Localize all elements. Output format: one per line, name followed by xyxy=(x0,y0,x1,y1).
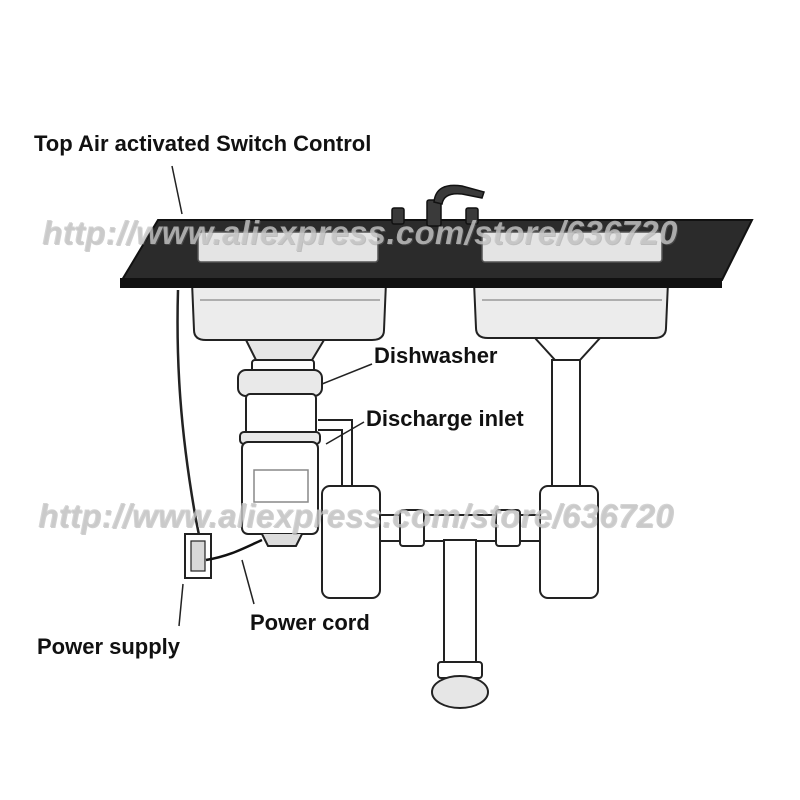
discharge-pipe xyxy=(318,419,353,488)
watermark-top: http://www.aliexpress.com/store/636720 xyxy=(42,214,678,251)
power-cord xyxy=(205,538,263,562)
watermark-bottom: http://www.aliexpress.com/store/636720 xyxy=(38,497,674,534)
right-sink-basin xyxy=(472,281,670,339)
label-power-cord: Power cord xyxy=(250,610,370,635)
label-discharge-inlet: Discharge inlet xyxy=(366,406,524,431)
label-power-supply: Power supply xyxy=(37,634,181,659)
leader-lines xyxy=(171,165,373,627)
power-outlet xyxy=(184,533,212,579)
label-switch-control: Top Air activated Switch Control xyxy=(34,131,372,156)
faucet xyxy=(391,184,485,227)
label-dishwasher: Dishwasher xyxy=(374,343,498,368)
drain-traps xyxy=(321,485,599,709)
air-switch-tube xyxy=(176,289,202,541)
garbage-disposal-unit xyxy=(237,339,326,547)
left-sink-basin xyxy=(190,281,388,341)
countertop xyxy=(120,219,754,288)
right-sink-drain-pipe xyxy=(532,337,603,496)
